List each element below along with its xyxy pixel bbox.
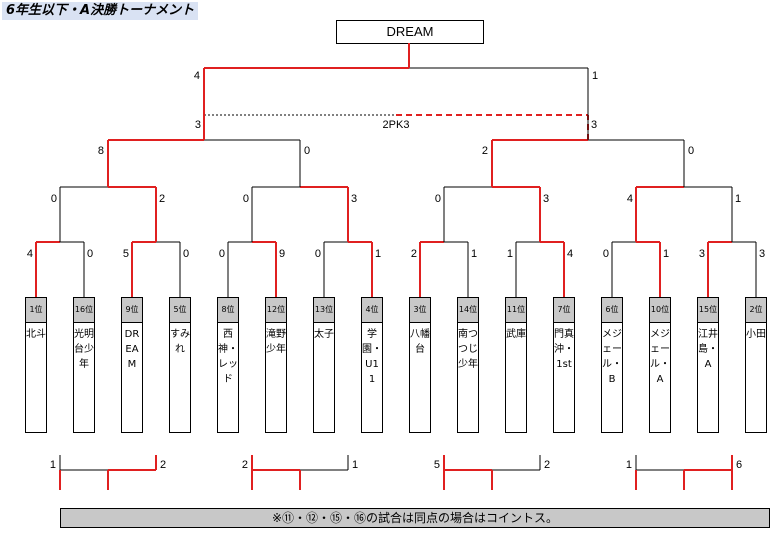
r1-score: 1 (507, 248, 513, 260)
r1-score: 3 (699, 248, 705, 260)
r1-score: 1 (663, 248, 669, 260)
team-seed: 8位 (218, 298, 238, 323)
team-name: 小田 (746, 329, 766, 340)
r1-score: 4 (27, 248, 33, 260)
r2-score: 3 (543, 193, 549, 205)
r1-score: 0 (219, 248, 225, 260)
team-name: 滝野少年 (266, 329, 286, 355)
consolation-score: 5 (434, 459, 440, 471)
team-seed: 16位 (74, 298, 94, 323)
team-seed: 3位 (410, 298, 430, 323)
r1-score: 9 (279, 248, 285, 260)
consolation-score: 6 (736, 459, 742, 471)
team-box: 7位門真沖・1st (553, 297, 575, 433)
team-box: 5位すみれ (169, 297, 191, 433)
qf-score: 0 (688, 145, 694, 157)
r1-score: 0 (603, 248, 609, 260)
team-box: 15位江井島・A (697, 297, 719, 433)
team-seed: 13位 (314, 298, 334, 323)
r1-score: 0 (87, 248, 93, 260)
team-seed: 10位 (650, 298, 670, 323)
qf-score: 8 (98, 145, 104, 157)
sf-pk-score: 2PK3 (383, 119, 410, 131)
team-name: 西神・レッド (218, 329, 238, 385)
r1-score: 1 (471, 248, 477, 260)
team-name: メジェール・A (650, 329, 670, 385)
team-box: 1位北斗 (25, 297, 47, 433)
r2-score: 0 (51, 193, 57, 205)
team-name: 八幡台 (410, 329, 430, 355)
team-name: 門真沖・1st (554, 329, 574, 370)
consolation-score: 1 (626, 459, 632, 471)
final-score: 1 (592, 70, 598, 82)
r1-score: 4 (567, 248, 573, 260)
team-seed: 15位 (698, 298, 718, 323)
final-score: 4 (194, 70, 200, 82)
team-name: すみれ (170, 329, 190, 355)
team-name: 光明台少年 (74, 329, 94, 370)
team-seed: 12位 (266, 298, 286, 323)
consolation-score: 1 (352, 459, 358, 471)
team-name: DREAM (124, 329, 140, 370)
r1-score: 0 (183, 248, 189, 260)
consolation-score: 2 (544, 459, 550, 471)
team-box: 6位メジェール・B (601, 297, 623, 433)
team-box: 14位南つつじ少年 (457, 297, 479, 433)
r2-score: 0 (243, 193, 249, 205)
qf-score: 2 (482, 145, 488, 157)
sf-score: 3 (195, 119, 201, 131)
team-name: 南つつじ少年 (458, 329, 478, 370)
team-box: 12位滝野少年 (265, 297, 287, 433)
r2-score: 0 (435, 193, 441, 205)
team-name: 武庫 (506, 329, 526, 340)
team-name: 江井島・A (698, 329, 718, 370)
consolation-score: 2 (160, 459, 166, 471)
team-box: 8位西神・レッド (217, 297, 239, 433)
r1-score: 2 (411, 248, 417, 260)
team-box: 16位光明台少年 (73, 297, 95, 433)
team-box: 13位太子 (313, 297, 335, 433)
coin-toss-note: ※⑪・⑫・⑮・⑯の試合は同点の場合はコイントス。 (60, 508, 770, 528)
team-seed: 6位 (602, 298, 622, 323)
r1-score: 1 (375, 248, 381, 260)
team-seed: 7位 (554, 298, 574, 323)
team-seed: 1位 (26, 298, 46, 323)
consolation-score: 1 (50, 459, 56, 471)
r2-score: 1 (735, 193, 741, 205)
team-seed: 11位 (506, 298, 526, 323)
team-box: 9位 DREAM (121, 297, 143, 433)
team-seed: 4位 (362, 298, 382, 323)
qf-score: 0 (304, 145, 310, 157)
team-box: 2位小田 (745, 297, 767, 433)
consolation-score: 2 (242, 459, 248, 471)
r2-score: 3 (351, 193, 357, 205)
champion-box: DREAM (336, 20, 484, 44)
team-name: メジェール・B (602, 329, 622, 385)
team-seed: 5位 (170, 298, 190, 323)
team-seed: 14位 (458, 298, 478, 323)
r1-score: 3 (759, 248, 765, 260)
r1-score: 5 (123, 248, 129, 260)
team-name: 太子 (314, 329, 334, 340)
team-box: 11位武庫 (505, 297, 527, 433)
team-box: 3位八幡台 (409, 297, 431, 433)
team-name: 学園・U11 (362, 329, 382, 385)
team-seed: 9位 (122, 298, 142, 323)
r1-score: 0 (315, 248, 321, 260)
team-box: 4位学園・U11 (361, 297, 383, 433)
tournament-title: 6年生以下・A決勝トーナメント (2, 2, 199, 20)
r2-score: 4 (627, 193, 633, 205)
r2-score: 2 (159, 193, 165, 205)
team-box: 10位メジェール・A (649, 297, 671, 433)
team-seed: 2位 (746, 298, 766, 323)
sf-score: 3 (591, 119, 597, 131)
team-name: 北斗 (26, 329, 46, 340)
